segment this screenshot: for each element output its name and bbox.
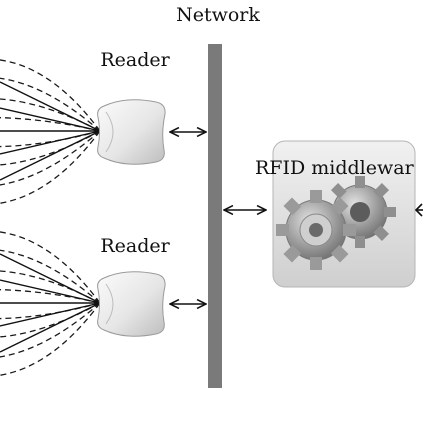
radio-field-top: [0, 59, 101, 204]
middleware-label: RFID middlewar: [255, 157, 415, 179]
reader-edge-detail: [105, 111, 114, 153]
reader-edge-detail: [105, 283, 114, 325]
radio-field-bottom: [0, 231, 101, 376]
radio-rays-top: [0, 81, 101, 181]
rfid-reader-icon: [97, 271, 166, 337]
network-label: Network: [176, 4, 260, 26]
rfid-reader-icon: [97, 99, 166, 165]
reader-label-bottom: Reader: [100, 235, 170, 257]
gears-icon: [276, 176, 396, 270]
double-arrow-icon: [414, 203, 423, 217]
radio-rays-bottom: [0, 253, 101, 353]
network-bar: [208, 44, 222, 388]
reader-label-top: Reader: [100, 49, 170, 71]
